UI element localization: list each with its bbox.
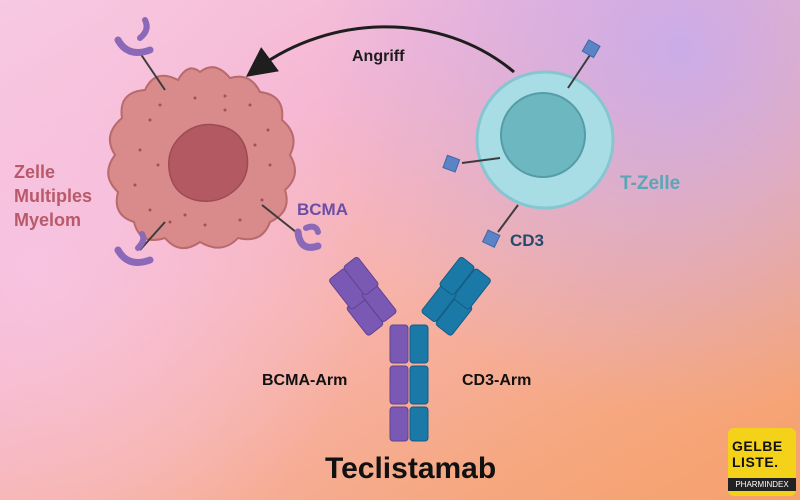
bcma-receptor-bottom-left bbox=[114, 221, 166, 266]
myeloma-label-line-3: Myelom bbox=[14, 210, 82, 230]
cd3-receptor-bottom bbox=[481, 204, 519, 248]
bcma-label: BCMA bbox=[297, 200, 348, 219]
antibody-bcma-arm bbox=[329, 256, 409, 442]
logo-line-2: LISTE. bbox=[732, 454, 779, 470]
cd3-receptor-left bbox=[442, 154, 501, 173]
gelbe-liste-logo: GELBE LISTE. PHARMINDEX bbox=[728, 428, 796, 496]
logo-line-3: PHARMINDEX bbox=[728, 478, 796, 491]
bcma-receptor-right bbox=[261, 204, 322, 251]
bcma-arm-label: BCMA-Arm bbox=[262, 372, 348, 389]
myeloma-cell-label: Zelle Multiples Myelom bbox=[14, 160, 92, 232]
myeloma-label-line-2: Multiples bbox=[14, 186, 93, 206]
cd3-receptor-top bbox=[567, 39, 601, 89]
t-cell bbox=[475, 70, 615, 210]
antibody-cd3-arm bbox=[409, 256, 491, 442]
teclistamab-antibody bbox=[329, 256, 491, 442]
logo-line-1: GELBE bbox=[732, 438, 783, 454]
bcma-receptor-top bbox=[114, 17, 166, 91]
attack-label: Angriff bbox=[352, 48, 405, 65]
myeloma-granules bbox=[133, 94, 272, 227]
cd3-label: CD3 bbox=[510, 231, 545, 250]
myeloma-nucleus bbox=[168, 123, 249, 202]
attack-arrow bbox=[245, 25, 515, 77]
myeloma-cell bbox=[107, 66, 296, 249]
cd3-arm-label: CD3-Arm bbox=[462, 372, 532, 389]
t-cell-label: T-Zelle bbox=[620, 173, 681, 194]
myeloma-label-line-1: Zelle bbox=[14, 162, 56, 182]
drug-name-title: Teclistamab bbox=[325, 452, 497, 485]
t-cell-nucleus bbox=[500, 92, 586, 178]
